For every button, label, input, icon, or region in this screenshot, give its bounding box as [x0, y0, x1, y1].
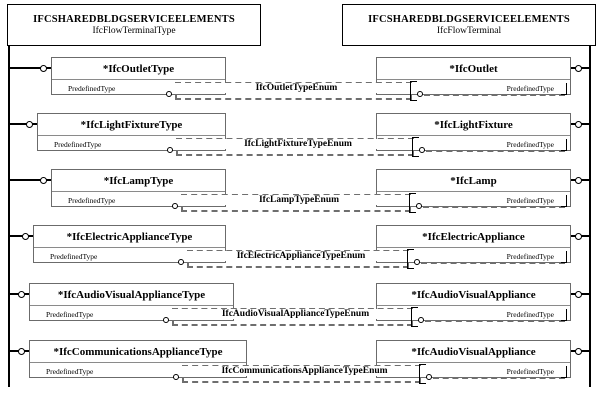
entity-name-left-0: *IfcOutletType — [52, 58, 225, 80]
entity-attr-right-1: PredefinedType — [506, 139, 554, 149]
entity-attr-left-3: PredefinedType — [50, 251, 98, 261]
attr-connector-right-0 — [417, 91, 423, 97]
subtype-connector-left-0 — [40, 64, 47, 72]
attr-dashed-right-4 — [425, 320, 565, 322]
entity-name-right-4: *IfcAudioVisualAppliance — [377, 284, 570, 306]
subtype-branch-left-0 — [9, 67, 51, 69]
enum-label-2: IfcLampTypeEnum — [181, 195, 417, 205]
entity-name-left-5: *IfcCommunicationsApplianceType — [30, 341, 246, 363]
attr-connector-left-0 — [166, 91, 172, 97]
attr-bracket-right-0 — [410, 81, 417, 101]
entity-name-right-1: *IfcLightFixture — [377, 114, 570, 136]
subtype-branch-left-2 — [9, 179, 51, 181]
trunk-line-left — [8, 46, 10, 387]
entity-attr-left-5: PredefinedType — [46, 366, 94, 376]
entity-name-right-5: *IfcAudioVisualAppliance — [377, 341, 570, 363]
entity-attr-left-2: PredefinedType — [68, 195, 116, 205]
subtype-connector-right-5 — [575, 347, 582, 355]
schema-header-right-entity: IfcFlowTerminal — [436, 25, 502, 36]
attr-connector-right-4 — [418, 317, 424, 323]
entity-attr-right-0: PredefinedType — [506, 83, 554, 93]
entity-attr-right-3: PredefinedType — [506, 251, 554, 261]
attr-connector-left-1 — [167, 147, 173, 153]
attr-connector-right-1 — [419, 147, 425, 153]
entity-name-left-3: *IfcElectricApplianceType — [34, 226, 225, 248]
attr-endcap-right-0 — [561, 83, 567, 95]
subtype-connector-left-3 — [22, 232, 29, 240]
attr-dashed-right-5 — [433, 377, 565, 379]
attr-bracket-right-2 — [409, 193, 416, 213]
subtype-branch-left-1 — [9, 123, 37, 125]
subtype-connector-left-5 — [18, 347, 25, 355]
subtype-connector-right-3 — [575, 232, 582, 240]
entity-attr-left-1: PredefinedType — [54, 139, 102, 149]
attr-connector-left-5 — [173, 374, 179, 380]
attr-endcap-right-3 — [561, 251, 567, 263]
schema-header-right: IFCSHAREDBLDGSERVICEELEMENTS IfcFlowTerm… — [342, 4, 596, 46]
subtype-connector-right-2 — [575, 176, 582, 184]
attr-connector-right-2 — [416, 203, 422, 209]
entity-name-left-1: *IfcLightFixtureType — [38, 114, 225, 136]
schema-header-right-schema: IFCSHAREDBLDGSERVICEELEMENTS — [368, 13, 570, 25]
attr-dashed-right-1 — [426, 150, 565, 152]
enum-label-1: IfcLightFixtureTypeEnum — [176, 139, 420, 149]
subtype-connector-left-4 — [18, 290, 25, 298]
attr-dashed-right-3 — [421, 262, 565, 264]
entity-attr-right-2: PredefinedType — [506, 195, 554, 205]
entity-name-right-2: *IfcLamp — [377, 170, 570, 192]
attr-bracket-right-5 — [419, 364, 426, 384]
attr-bracket-right-1 — [412, 137, 419, 157]
subtype-branch-left-3 — [9, 235, 33, 237]
schema-header-left: IFCSHAREDBLDGSERVICEELEMENTS IfcFlowTerm… — [7, 4, 261, 46]
attr-connector-right-3 — [414, 259, 420, 265]
enum-label-3: IfcElectricApplianceTypeEnum — [187, 251, 415, 261]
trunk-line-right — [589, 46, 591, 387]
attr-dashed-right-0 — [424, 94, 565, 96]
enum-label-5: IfcCommunicationsApplianceTypeEnum — [182, 366, 427, 376]
attr-endcap-right-5 — [561, 366, 567, 378]
entity-name-right-3: *IfcElectricAppliance — [377, 226, 570, 248]
subtype-connector-right-0 — [575, 64, 582, 72]
entity-attr-left-4: PredefinedType — [46, 309, 94, 319]
entity-attr-right-5: PredefinedType — [506, 366, 554, 376]
attr-endcap-right-4 — [561, 309, 567, 321]
attr-connector-left-4 — [163, 317, 169, 323]
attr-connector-right-5 — [426, 374, 432, 380]
attr-endcap-right-1 — [561, 139, 567, 151]
entity-name-left-4: *IfcAudioVisualApplianceType — [30, 284, 233, 306]
entity-attr-left-0: PredefinedType — [68, 83, 116, 93]
attr-connector-left-2 — [172, 203, 178, 209]
attr-endcap-right-2 — [561, 195, 567, 207]
enum-label-0: IfcOutletTypeEnum — [175, 83, 418, 93]
subtype-connector-right-1 — [575, 120, 582, 128]
subtype-connector-left-1 — [26, 120, 33, 128]
attr-connector-left-3 — [178, 259, 184, 265]
subtype-connector-left-2 — [40, 176, 47, 184]
schema-header-left-entity: IfcFlowTerminalType — [92, 25, 176, 36]
entity-name-right-0: *IfcOutlet — [377, 58, 570, 80]
attr-bracket-right-3 — [407, 249, 414, 269]
schema-header-left-schema: IFCSHAREDBLDGSERVICEELEMENTS — [33, 13, 235, 25]
entity-attr-right-4: PredefinedType — [506, 309, 554, 319]
attr-bracket-right-4 — [411, 307, 418, 327]
attr-dashed-right-2 — [423, 206, 565, 208]
entity-name-left-2: *IfcLampType — [52, 170, 225, 192]
enum-label-4: IfcAudioVisualApplianceTypeEnum — [172, 309, 419, 319]
subtype-connector-right-4 — [575, 290, 582, 298]
